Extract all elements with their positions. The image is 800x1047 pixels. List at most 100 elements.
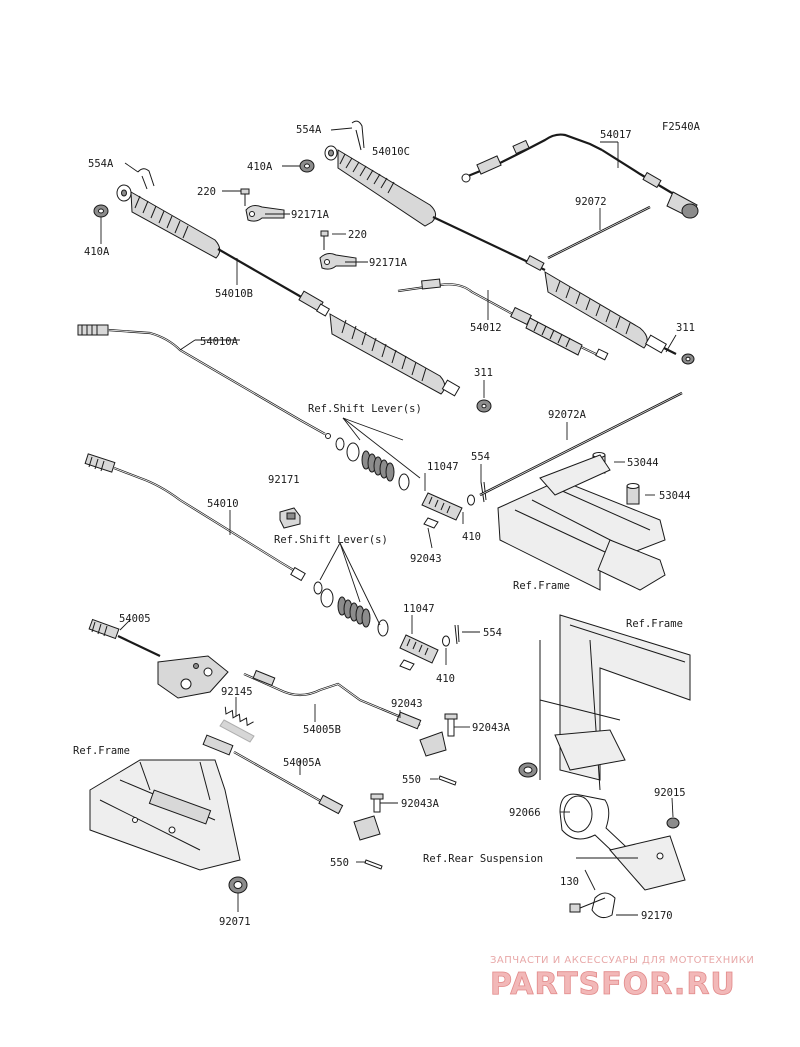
pin-92043-b[interactable] xyxy=(444,713,458,737)
label-92043-a[interactable]: 92043 xyxy=(410,553,442,565)
label-54005[interactable]: 54005 xyxy=(119,613,151,625)
cushion-53044-b[interactable] xyxy=(626,483,640,505)
nut-311-a[interactable] xyxy=(681,353,695,365)
label-54017[interactable]: 54017 xyxy=(600,129,632,141)
label-11047-b[interactable]: 11047 xyxy=(403,603,435,615)
ref-shift-lever-a[interactable]: Ref.Shift Lever(s) xyxy=(308,403,422,415)
label-92170[interactable]: 92170 xyxy=(641,910,673,922)
label-92171a-a[interactable]: 92171A xyxy=(291,209,330,221)
pin-550-a[interactable] xyxy=(438,775,457,786)
label-92071[interactable]: 92071 xyxy=(219,916,251,928)
label-53044-b[interactable]: 53044 xyxy=(659,490,691,502)
pin-554-b[interactable] xyxy=(454,624,460,645)
bolt-220-a[interactable] xyxy=(240,188,250,206)
cable-54010a[interactable] xyxy=(77,324,331,439)
label-410-b[interactable]: 410 xyxy=(436,673,455,685)
pin-92043a-b[interactable] xyxy=(370,793,384,813)
label-53044-a[interactable]: 53044 xyxy=(627,457,659,469)
washer-410-b[interactable] xyxy=(442,635,450,647)
nut-92015[interactable] xyxy=(666,817,680,829)
washer-410a-mid[interactable] xyxy=(299,159,315,173)
frame-section-a xyxy=(497,454,666,591)
label-54010a[interactable]: 54010A xyxy=(200,336,239,348)
label-130[interactable]: 130 xyxy=(560,876,579,888)
label-554a-top[interactable]: 554A xyxy=(296,124,322,136)
ref-rear-suspension[interactable]: Ref.Rear Suspension xyxy=(423,853,543,865)
watermark-site: PARTSFOR.RU xyxy=(490,967,736,1002)
spring-92145[interactable] xyxy=(219,706,255,743)
label-54010[interactable]: 54010 xyxy=(207,498,239,510)
watermark-tagline: ЗАПЧАСТИ И АКСЕССУАРЫ ДЛЯ МОТОТЕХНИКИ xyxy=(490,955,754,966)
part-labels: 554A 54010C 54017 554A 410A 220 92171A 9… xyxy=(84,124,695,928)
watermark: ЗАПЧАСТИ И АКСЕССУАРЫ ДЛЯ МОТОТЕХНИКИ PA… xyxy=(490,955,754,1002)
nut-311-b[interactable] xyxy=(476,399,492,413)
label-92171[interactable]: 92171 xyxy=(268,474,300,486)
cable-54005[interactable] xyxy=(88,618,229,699)
part-92171[interactable] xyxy=(279,507,301,529)
label-550-b[interactable]: 550 xyxy=(330,857,349,869)
label-220-a[interactable]: 220 xyxy=(197,186,216,198)
cable-54005a[interactable] xyxy=(202,734,381,841)
pin-554a-left[interactable] xyxy=(137,168,155,190)
cable-54010c[interactable] xyxy=(324,145,677,355)
label-554-b[interactable]: 554 xyxy=(483,627,502,639)
shift-lever-parts-a[interactable] xyxy=(335,437,410,491)
clamp-92171a-a[interactable] xyxy=(245,205,285,222)
clamp-92171a-b[interactable] xyxy=(319,253,357,270)
label-92043a-b[interactable]: 92043A xyxy=(401,798,440,810)
label-92043a-a[interactable]: 92043A xyxy=(472,722,511,734)
pin-554-a[interactable] xyxy=(480,481,487,503)
label-54005a[interactable]: 54005A xyxy=(283,757,322,769)
label-11047-a[interactable]: 11047 xyxy=(427,461,459,473)
bolt-220-b[interactable] xyxy=(320,230,329,250)
shift-lever-parts-b[interactable] xyxy=(313,581,389,637)
cable-54012[interactable] xyxy=(397,278,609,361)
rod-92072[interactable] xyxy=(547,205,651,260)
lever-11047-b[interactable] xyxy=(399,634,439,671)
cable-54017[interactable] xyxy=(461,133,699,219)
pin-554a-top[interactable] xyxy=(351,120,365,151)
label-92043-b[interactable]: 92043 xyxy=(391,698,423,710)
washer-410-a[interactable] xyxy=(467,494,475,506)
label-311-a[interactable]: 311 xyxy=(676,322,695,334)
label-220-b[interactable]: 220 xyxy=(348,229,367,241)
bushing-92071[interactable] xyxy=(228,876,248,894)
label-54005b[interactable]: 54005B xyxy=(303,724,341,736)
lever-11047-a[interactable] xyxy=(421,492,463,521)
bolt-130[interactable] xyxy=(569,897,606,913)
label-410a-left[interactable]: 410A xyxy=(84,246,110,258)
label-550-a[interactable]: 550 xyxy=(402,774,421,786)
pin-550-b[interactable] xyxy=(364,859,383,870)
label-54010b[interactable]: 54010B xyxy=(215,288,253,300)
label-54010c[interactable]: 54010C xyxy=(372,146,410,158)
label-311-b[interactable]: 311 xyxy=(474,367,493,379)
label-554a-left[interactable]: 554A xyxy=(88,158,114,170)
cable-54005b[interactable] xyxy=(243,669,447,757)
ref-frame-b[interactable]: Ref.Frame xyxy=(626,618,683,630)
washer-410a-left[interactable] xyxy=(93,204,109,218)
figure-code: F2540A xyxy=(662,121,701,133)
label-554-a[interactable]: 554 xyxy=(471,451,490,463)
pin-92043-a[interactable] xyxy=(423,517,439,529)
ref-frame-a[interactable]: Ref.Frame xyxy=(513,580,570,592)
cable-54010b[interactable] xyxy=(116,184,461,397)
bracket-92066[interactable] xyxy=(559,793,686,891)
reference-labels: Ref.Shift Lever(s) Ref.Shift Lever(s) Re… xyxy=(73,403,683,865)
clip-92170[interactable] xyxy=(591,892,616,919)
label-92015[interactable]: 92015 xyxy=(654,787,686,799)
frame-section-b xyxy=(518,614,691,791)
label-92072[interactable]: 92072 xyxy=(575,196,607,208)
ref-shift-lever-b[interactable]: Ref.Shift Lever(s) xyxy=(274,534,388,546)
ref-frame-c[interactable]: Ref.Frame xyxy=(73,745,130,757)
label-410a-mid[interactable]: 410A xyxy=(247,161,273,173)
label-92072a[interactable]: 92072A xyxy=(548,409,587,421)
cable-54010[interactable] xyxy=(84,453,306,582)
frame-section-c xyxy=(89,759,241,871)
rod-92072a[interactable] xyxy=(479,391,683,497)
label-92145[interactable]: 92145 xyxy=(221,686,253,698)
label-92066[interactable]: 92066 xyxy=(509,807,541,819)
label-92171a-b[interactable]: 92171A xyxy=(369,257,408,269)
label-410-a[interactable]: 410 xyxy=(462,531,481,543)
label-54012[interactable]: 54012 xyxy=(470,322,502,334)
